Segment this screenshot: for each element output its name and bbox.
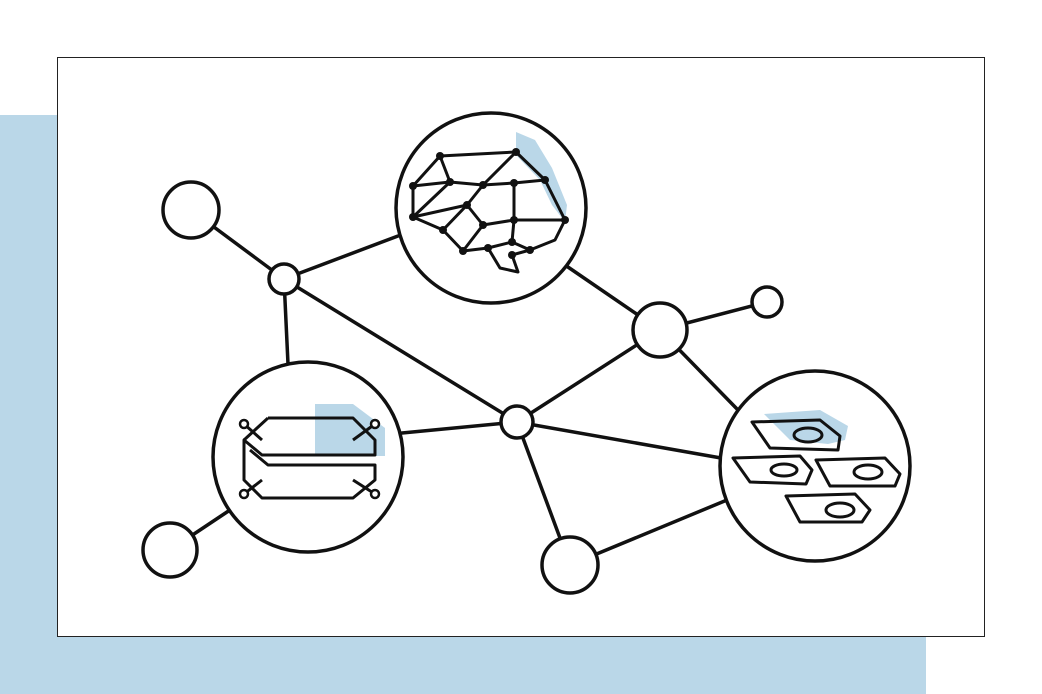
edge [282, 234, 400, 281]
nodes [141, 111, 912, 595]
node [750, 285, 784, 319]
node [267, 262, 301, 296]
node [540, 535, 600, 595]
circuit-chip-icon [238, 404, 385, 500]
brain-network-icon [409, 132, 569, 274]
edge [515, 420, 723, 460]
edge [400, 420, 519, 435]
edge [282, 277, 519, 424]
node [161, 180, 221, 240]
node [499, 404, 535, 440]
cells-icon [731, 410, 902, 524]
node [141, 521, 199, 579]
cells-hub-node [718, 369, 912, 563]
chip-hub-node [211, 360, 405, 554]
node [631, 301, 689, 359]
